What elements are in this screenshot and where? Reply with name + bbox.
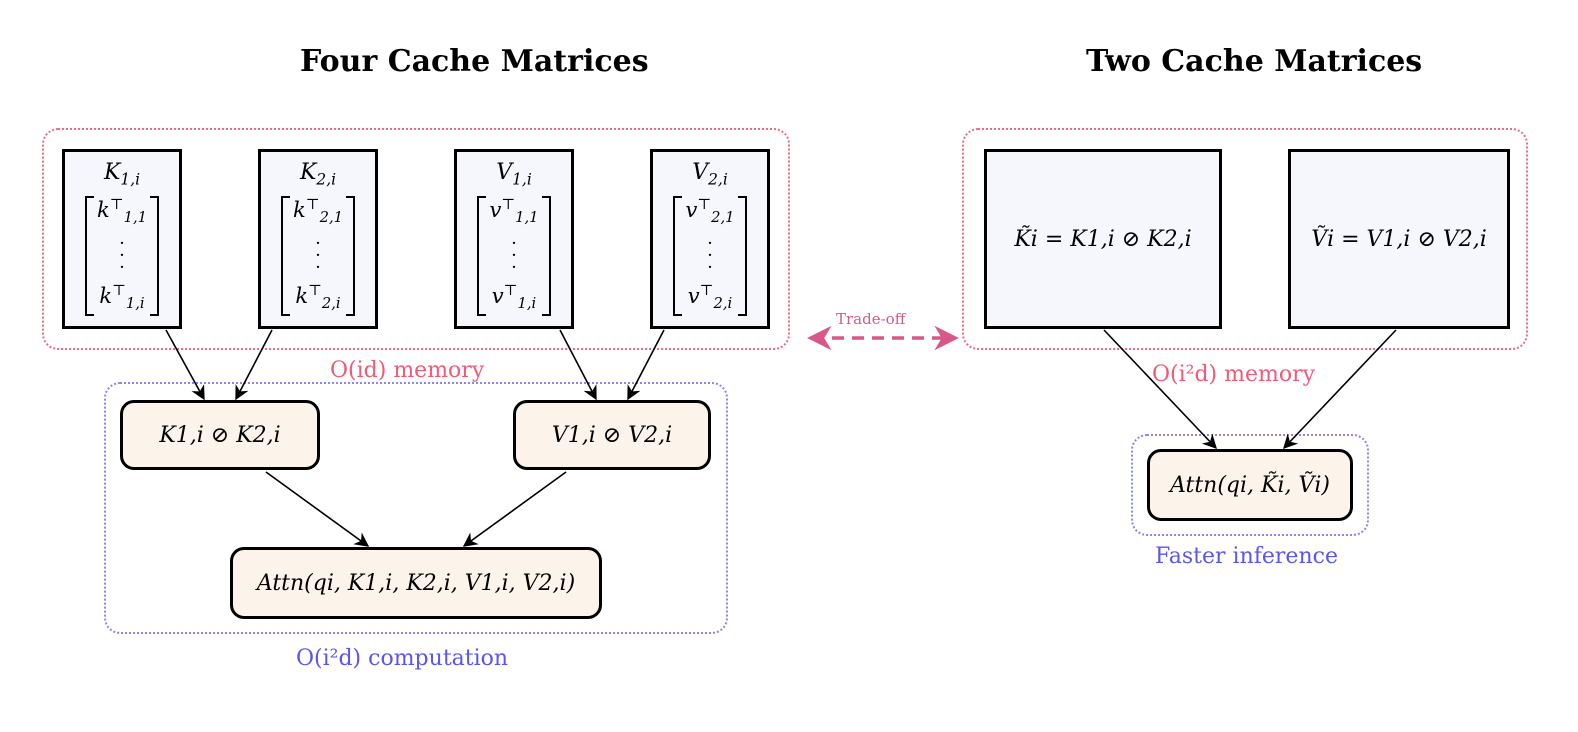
- arrow-ktilde-to-attn: [1103, 329, 1217, 450]
- cache-k1: K1,i k⊤1,1 ··· k⊤1,i: [62, 149, 182, 329]
- cache-k-tilde: K̃i = K1,i ⊘ K2,i: [984, 149, 1222, 329]
- arrow-k1-to-kcombine: [165, 329, 205, 401]
- tradeoff-label: Trade-off: [836, 310, 906, 328]
- arrow-kcombine-to-attn: [265, 471, 370, 547]
- arrow-vtilde-to-attn: [1283, 329, 1397, 450]
- attn-node-left: Attn(qi, K1,i, K2,i, V1,i, V2,i): [230, 547, 602, 619]
- computation-group-right: [1131, 434, 1369, 536]
- cache-header: K2,i: [299, 160, 337, 189]
- speed-caption-right: Faster inference: [1155, 544, 1338, 569]
- cache-header: K1,i: [103, 160, 141, 189]
- matrix: k⊤2,1 ··· k⊤2,i: [281, 196, 355, 316]
- arrow-v2-to-vcombine: [627, 329, 665, 401]
- vdots: ···: [315, 233, 321, 278]
- v-combine-node: V1,i ⊘ V2,i: [513, 400, 711, 470]
- arrow-vcombine-to-attn: [462, 471, 567, 547]
- matrix: v⊤2,1 ··· v⊤2,i: [673, 196, 747, 316]
- arrow-k2-to-kcombine: [235, 329, 273, 401]
- computation-caption-left: O(i²d) computation: [296, 646, 509, 671]
- cache-header: V2,i: [692, 160, 728, 189]
- attn-node-right: Attn(qi, K̃i, Ṽi): [1147, 449, 1353, 521]
- memory-caption-right: O(i²d) memory: [1152, 362, 1316, 387]
- k-combine-node: K1,i ⊘ K2,i: [120, 400, 320, 470]
- cache-v2: V2,i v⊤2,1 ··· v⊤2,i: [650, 149, 770, 329]
- cache-header: V1,i: [496, 160, 532, 189]
- memory-group-right: [962, 128, 1528, 350]
- matrix: k⊤1,1 ··· k⊤1,i: [85, 196, 159, 316]
- vdots: ···: [707, 233, 713, 278]
- vdots: ···: [511, 233, 517, 278]
- k-tilde-expression: K̃i = K1,i ⊘ K2,i: [1014, 226, 1192, 252]
- cache-k2: K2,i k⊤2,1 ··· k⊤2,i: [258, 149, 378, 329]
- title-two-cache: Two Cache Matrices: [1086, 44, 1423, 79]
- v-tilde-expression: Ṽi = V1,i ⊘ V2,i: [1311, 226, 1487, 252]
- memory-group-left: [42, 128, 790, 350]
- computation-group-left: [104, 382, 728, 634]
- cache-v1: V1,i v⊤1,1 ··· v⊤1,i: [454, 149, 574, 329]
- cache-v-tilde: Ṽi = V1,i ⊘ V2,i: [1288, 149, 1510, 329]
- arrow-v1-to-vcombine: [559, 329, 597, 401]
- memory-caption-left: O(id) memory: [330, 358, 485, 383]
- matrix: v⊤1,1 ··· v⊤1,i: [477, 196, 551, 316]
- title-four-cache: Four Cache Matrices: [300, 44, 649, 79]
- vdots: ···: [119, 233, 125, 278]
